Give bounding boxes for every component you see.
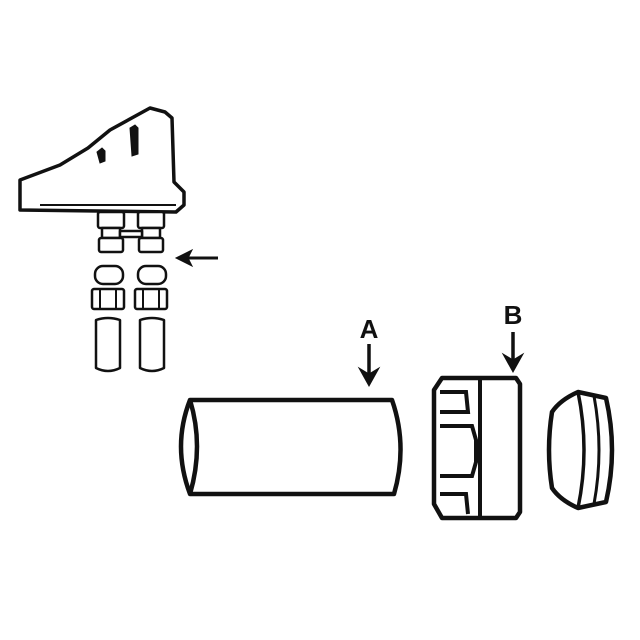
- label-b-group: B: [501, 300, 525, 374]
- valve-body-assembly: [18, 106, 218, 373]
- label-a: A: [360, 314, 379, 344]
- label-a-group: A: [357, 314, 381, 388]
- right-connector-top: [136, 210, 166, 230]
- pipe-a-front-end: [187, 399, 200, 495]
- left-nut: [90, 287, 126, 311]
- connector-bridge: [118, 229, 144, 239]
- left-olive: [93, 264, 125, 286]
- right-connector-mid: [140, 226, 162, 240]
- arrow-left-icon: [174, 248, 218, 268]
- left-connector-top: [96, 210, 126, 230]
- olive-ring: [546, 389, 615, 511]
- olive-ring-band-2: [592, 395, 601, 505]
- nut-b-facet-top: [440, 390, 471, 414]
- body-slot-1: [96, 147, 106, 164]
- label-b: B: [504, 300, 523, 330]
- nut-b: [431, 375, 523, 521]
- right-small-pipe: [138, 316, 166, 373]
- right-connector-nut: [137, 236, 165, 254]
- left-small-pipe: [94, 316, 122, 373]
- right-nut: [133, 287, 169, 311]
- pipe-a: [178, 397, 403, 497]
- left-connector-nut: [97, 236, 125, 254]
- nut-b-facet-bottom: [440, 492, 470, 515]
- olive-ring-band-1: [576, 391, 586, 509]
- arrow-down-icon: [357, 344, 381, 388]
- right-olive: [136, 264, 168, 286]
- nut-b-facet-mid: [440, 424, 478, 478]
- arrow-down-icon: [501, 332, 525, 374]
- left-connector-mid: [100, 226, 122, 240]
- pipe-a-body: [178, 397, 403, 497]
- body-slot-2: [129, 124, 139, 157]
